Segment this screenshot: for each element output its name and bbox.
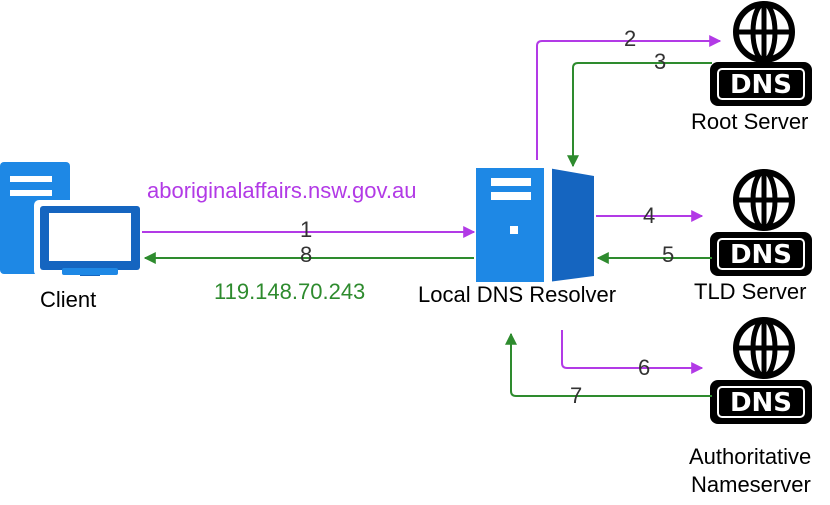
arrow-3-response <box>567 62 712 168</box>
server-tower-icon <box>476 168 594 282</box>
arrow-7-response <box>505 332 712 397</box>
dns-badge-root: DNS <box>730 70 792 100</box>
dns-server-icon-root: DNS <box>710 1 812 106</box>
client-label: Client <box>40 287 97 312</box>
dns-server-icon-authoritative: DNS <box>710 317 812 424</box>
dns-badge-tld: DNS <box>730 240 792 270</box>
step-label-3: 3 <box>654 49 667 74</box>
dns-badge-authoritative: DNS <box>730 388 792 418</box>
nameserver-label: Nameserver <box>691 472 811 497</box>
query-domain: aboriginalaffairs.nsw.gov.au <box>147 178 417 203</box>
step-label-7: 7 <box>570 383 583 408</box>
resolver-label: Local DNS Resolver <box>418 282 617 307</box>
step-label-1: 1 <box>300 217 313 242</box>
tld-server-label: TLD Server <box>694 279 807 304</box>
dns-server-icon-tld: DNS <box>710 169 812 276</box>
arrow-2-query <box>536 35 722 160</box>
step-label-2: 2 <box>624 26 637 51</box>
step-label-6: 6 <box>638 355 651 380</box>
computer-icon <box>0 162 146 276</box>
authoritative-label: Authoritative <box>689 444 812 469</box>
answer-ip: 119.148.70.243 <box>214 279 366 304</box>
step-label-5: 5 <box>662 242 675 267</box>
root-server-label: Root Server <box>691 109 809 134</box>
arrow-6-query <box>561 330 704 374</box>
step-label-4: 4 <box>643 203 656 228</box>
step-label-8: 8 <box>300 242 313 267</box>
